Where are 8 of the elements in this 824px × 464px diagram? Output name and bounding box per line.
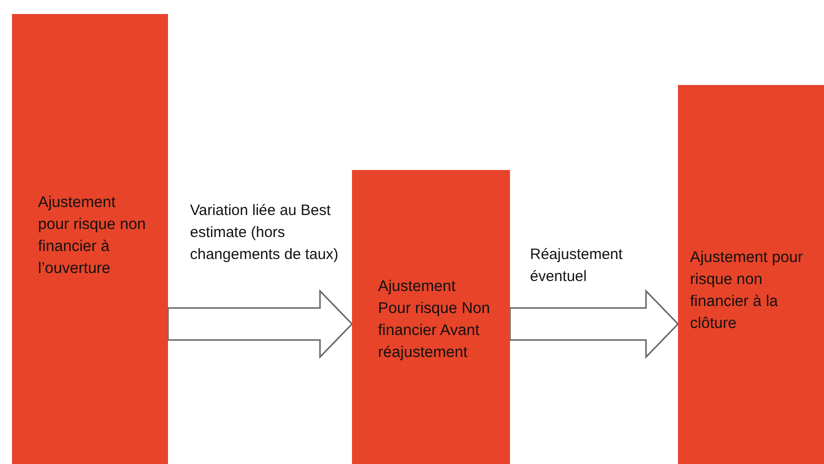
bar bbox=[12, 14, 168, 464]
bar-label: Ajustement pour risque non financier à l’ouverture bbox=[38, 193, 147, 279]
block-arrow bbox=[167, 289, 354, 359]
bar bbox=[352, 170, 510, 464]
bar-label: Ajustement Pour risque Non financier Avant réajustement bbox=[378, 277, 490, 363]
block-arrow bbox=[509, 289, 680, 359]
bar-label: Ajustement pour risque non financier à la clôture bbox=[690, 248, 804, 334]
bar bbox=[678, 85, 824, 464]
